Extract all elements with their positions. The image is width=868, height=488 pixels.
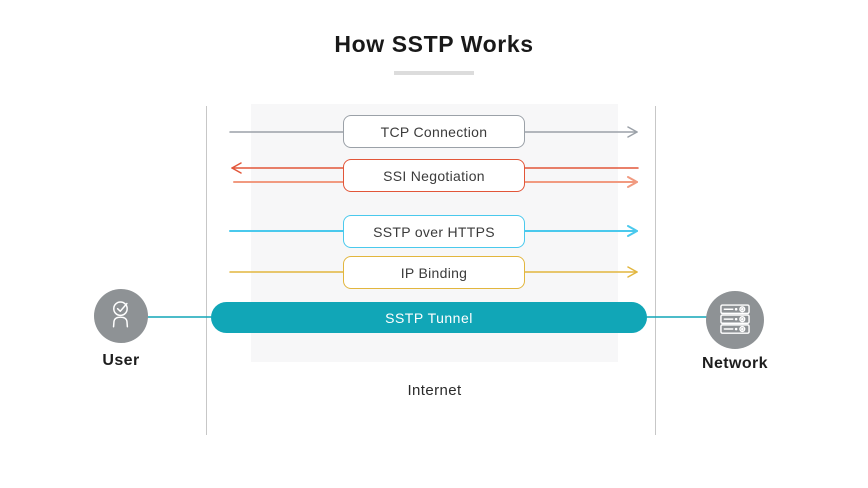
step-label: TCP Connection: [380, 123, 488, 140]
step-box-ip-binding: IP Binding: [343, 256, 525, 289]
title-underline: [394, 71, 474, 75]
network-label: Network: [702, 355, 768, 372]
step-box-tcp-connection: TCP Connection: [343, 115, 525, 148]
page-title: How SSTP Works: [334, 31, 534, 57]
user-endpoint-circle: [94, 289, 148, 343]
user-check-icon: [104, 297, 138, 336]
step-label: IP Binding: [400, 264, 468, 281]
right-boundary-line: [655, 106, 656, 435]
step-label: SSTP Tunnel: [385, 309, 473, 326]
step-box-sstp-over-https: SSTP over HTTPS: [343, 215, 525, 248]
network-endpoint-circle: [706, 291, 764, 349]
step-label: SSI Negotiation: [383, 167, 485, 184]
server-stack-icon: [717, 300, 753, 341]
user-label: User: [102, 352, 140, 369]
left-boundary-line: [206, 106, 207, 435]
sstp-tunnel-pill: SSTP Tunnel: [211, 302, 647, 333]
step-label: SSTP over HTTPS: [373, 223, 495, 240]
internet-label: Internet: [407, 382, 462, 399]
step-box-ssi-negotiation: SSI Negotiation: [343, 159, 525, 192]
